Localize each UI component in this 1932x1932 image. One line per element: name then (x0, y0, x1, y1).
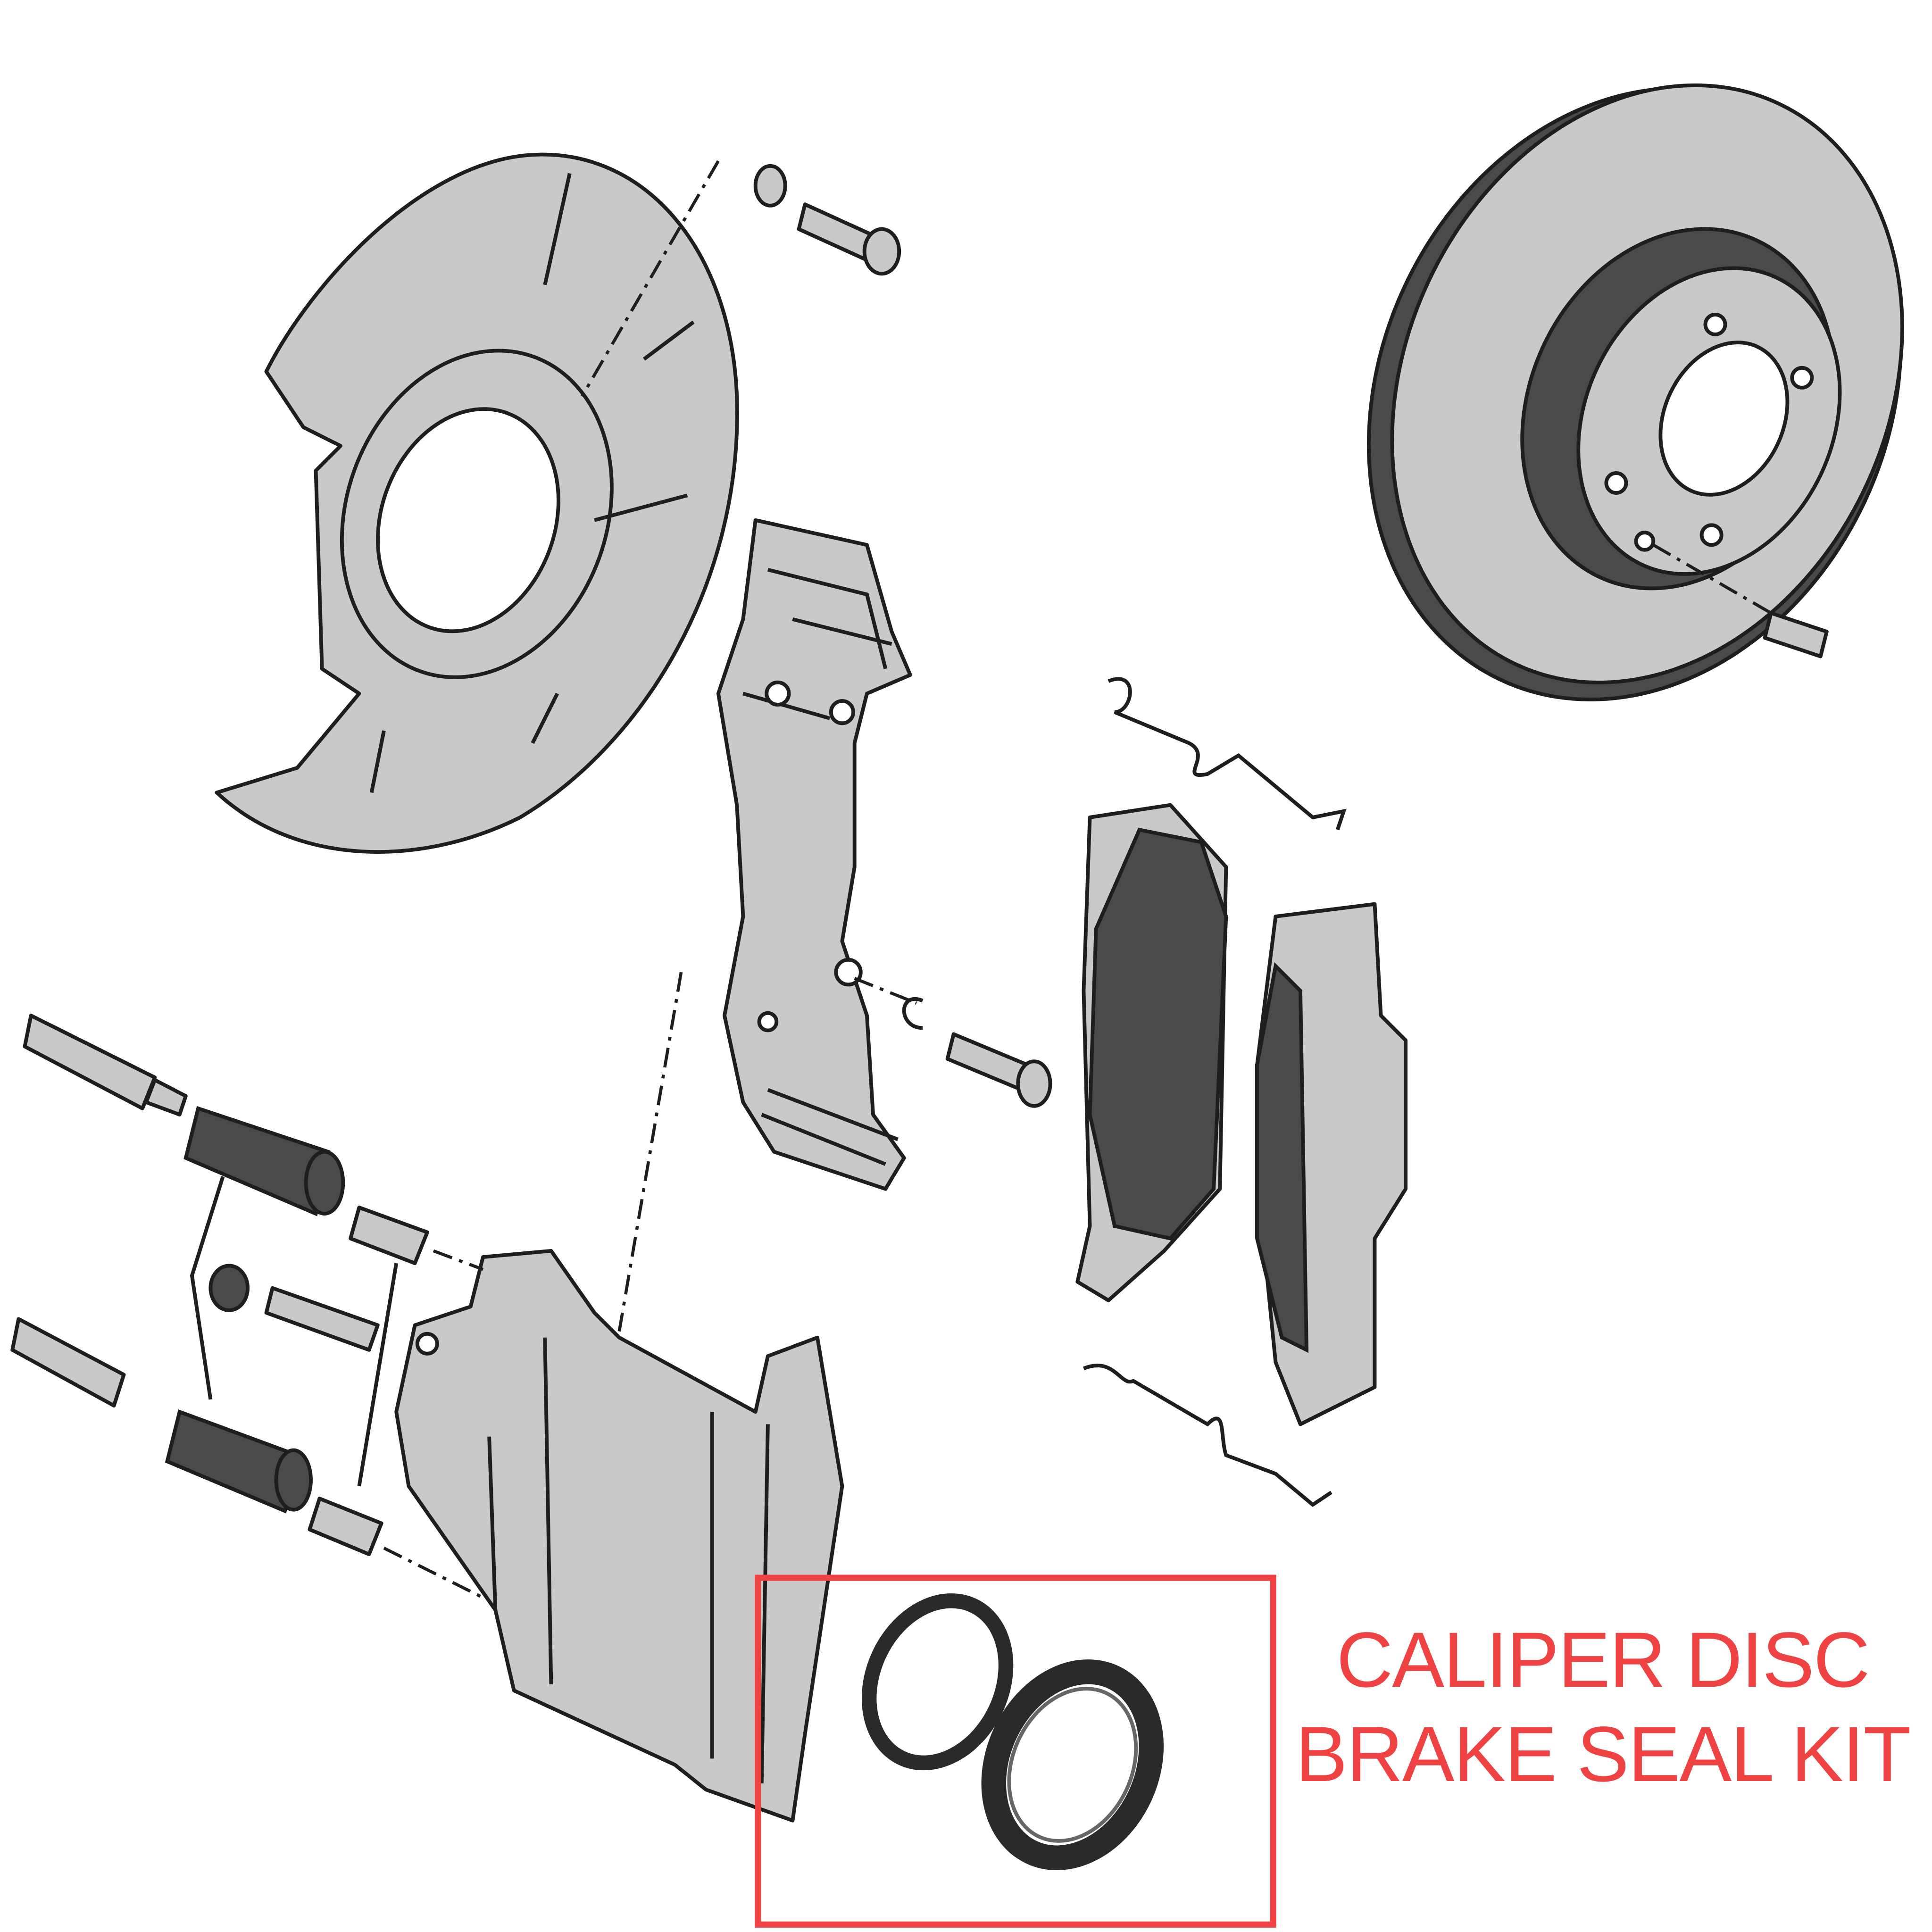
brake-pad-inner (1075, 803, 1228, 1302)
shield-bolt (753, 164, 901, 276)
clip (902, 997, 924, 1030)
guide-pin-upper (23, 1014, 345, 1216)
caliper-bracket (716, 518, 912, 1191)
bleed-screw (208, 1264, 380, 1352)
seal-kit-highlight-box (755, 1574, 1276, 1928)
dust-shield (215, 152, 739, 854)
brake-disc-rotor (1366, 83, 1904, 701)
piston-seal-kit (861, 1593, 1164, 1870)
bushing-lower (308, 1497, 383, 1557)
callout-line-2: BRAKE SEAL KIT (1295, 1711, 1911, 1798)
bracket-bolt (945, 1032, 1052, 1108)
rotor-screw (1763, 611, 1829, 658)
seal-kit-callout-label: CALIPER DISC BRAKE SEAL KIT (1274, 1613, 1932, 1802)
bushing-upper (349, 1206, 429, 1266)
caliper-body (394, 1249, 844, 1823)
anti-rattle-spring-bottom (1083, 1364, 1332, 1507)
guide-pin-lower (10, 1317, 313, 1514)
callout-line-1: CALIPER DISC (1336, 1616, 1870, 1704)
brake-pad-outer (1255, 902, 1408, 1426)
anti-rattle-spring-top (1108, 677, 1347, 831)
